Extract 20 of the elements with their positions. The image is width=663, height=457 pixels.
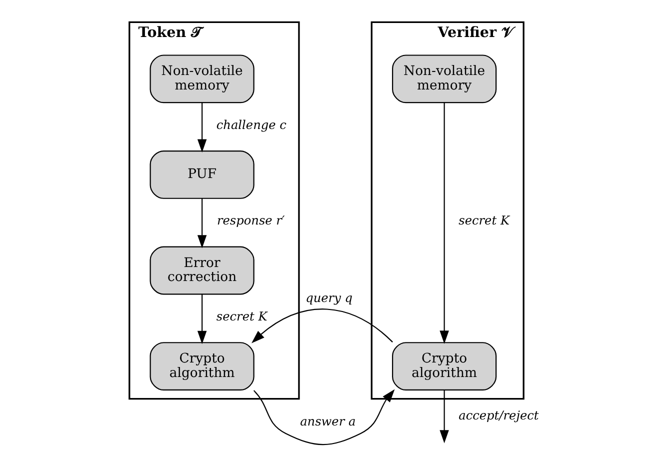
edge-label: query q <box>305 290 352 305</box>
arrow <box>196 198 206 248</box>
arrow <box>439 390 448 443</box>
arrow <box>196 294 206 344</box>
edge-label: answer a <box>300 414 356 428</box>
node-box: PUF <box>149 150 254 198</box>
arrow <box>439 102 448 344</box>
arrow <box>196 102 206 152</box>
arrow <box>251 308 392 343</box>
node-box: Non-volatile memory <box>149 54 254 103</box>
edge-label: response r′ <box>216 213 284 228</box>
edge-label: accept/reject <box>458 408 538 422</box>
node-box: Error correction <box>149 246 254 294</box>
node-box: Non-volatile memory <box>392 54 496 103</box>
node-box: Crypto algorithm <box>392 342 496 390</box>
node-box: Crypto algorithm <box>149 342 254 390</box>
edge-label: secret K <box>216 308 267 323</box>
arrow <box>252 388 394 445</box>
edge-label: secret K <box>458 213 510 228</box>
edge-label: challenge c <box>216 117 286 132</box>
